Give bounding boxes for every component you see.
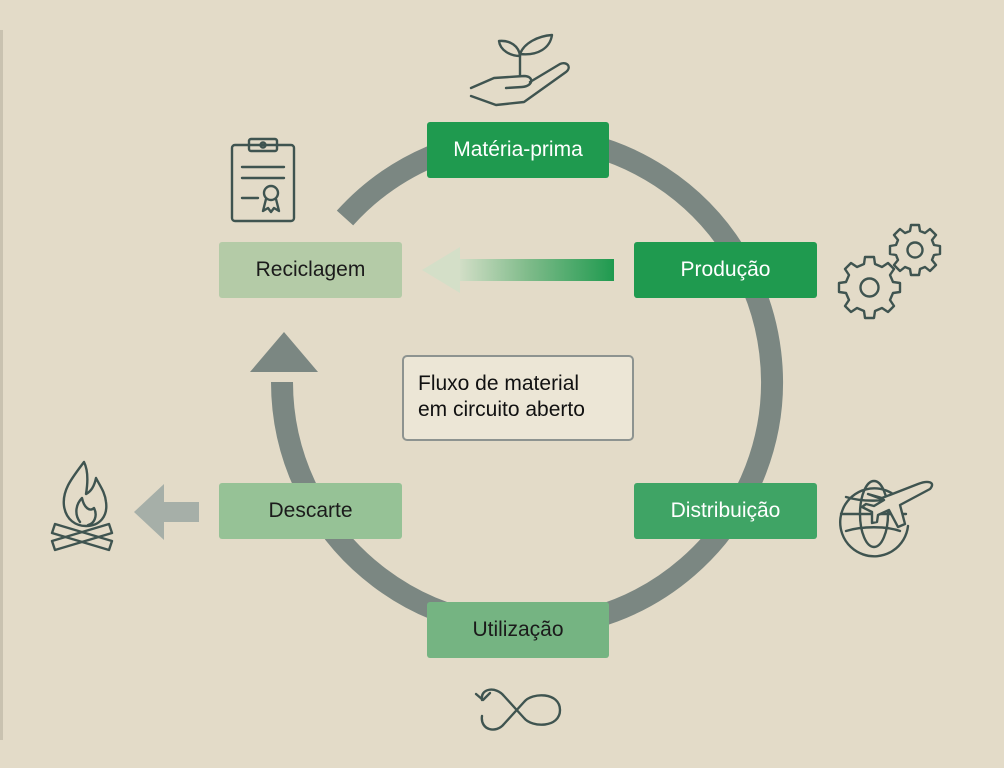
center-caption-line-1: Fluxo de material [418, 372, 580, 395]
discard-arrow [134, 484, 199, 540]
gears-icon [837, 223, 942, 320]
node-label: Produção [680, 258, 771, 281]
node-label: Reciclagem [255, 258, 366, 281]
node-materia-prima: Matéria-prima [427, 122, 609, 178]
seedling-hand-icon [469, 33, 570, 107]
center-caption: Fluxo de material em circuito aberto [402, 355, 634, 441]
globe-plane-icon [839, 479, 934, 558]
node-producao: Produção [634, 242, 817, 298]
node-distribuicao: Distribuição [634, 483, 817, 539]
node-label: Distribuição [670, 499, 781, 522]
recycle-arrow [422, 247, 614, 293]
certificate-icon [230, 137, 296, 223]
left-divider [0, 30, 3, 740]
node-utilizacao: Utilização [427, 602, 609, 658]
infinity-icon [474, 688, 562, 731]
node-label: Descarte [268, 499, 353, 522]
node-label: Utilização [472, 618, 564, 641]
node-reciclagem: Reciclagem [219, 242, 402, 298]
cycle-arrowhead [250, 332, 318, 372]
node-descarte: Descarte [219, 483, 402, 539]
campfire-icon [50, 460, 114, 552]
node-label: Matéria-prima [453, 138, 583, 161]
center-caption-line-2: em circuito aberto [418, 398, 585, 421]
